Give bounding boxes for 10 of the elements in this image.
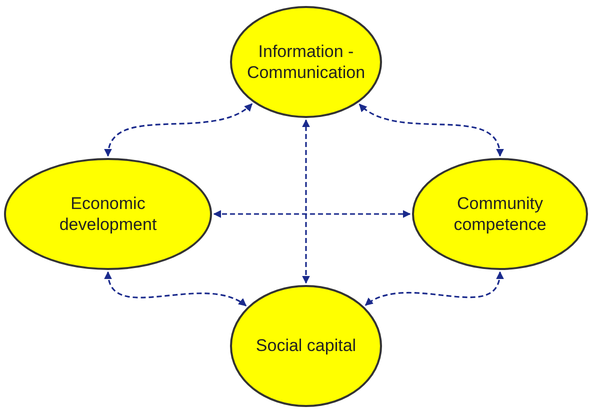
dashed-arrow: [213, 210, 411, 218]
dashed-arrow: [358, 104, 503, 157]
dashed-arrow: [105, 271, 247, 306]
dashed-arrow: [105, 103, 253, 157]
node-label: Information - Communication: [246, 40, 366, 84]
node-label: Community competence: [452, 192, 548, 236]
dashed-arrow: [302, 119, 310, 284]
dashed-arrow: [364, 271, 503, 306]
node-label: Economic development: [58, 192, 158, 236]
node-label: Social capital: [256, 335, 356, 357]
